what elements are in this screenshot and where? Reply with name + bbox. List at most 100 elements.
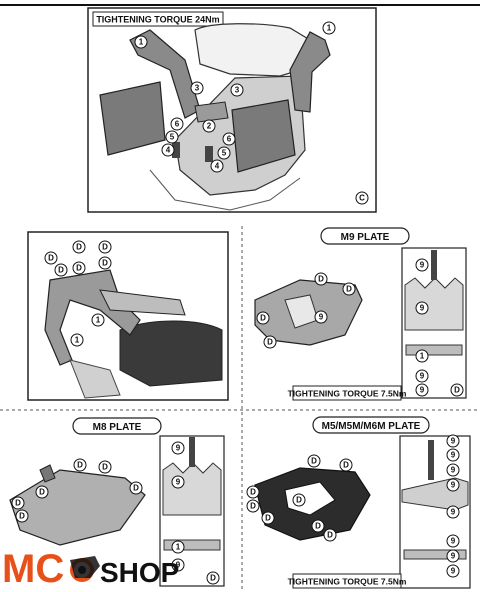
callout-4a-label: 4 (166, 146, 171, 155)
side-plate-left (99, 81, 166, 156)
rail-left (129, 29, 201, 119)
callout-6a-label: 6 (175, 120, 180, 129)
m8-callout-d6 (15, 509, 29, 523)
m5-callout-d3 (246, 485, 260, 499)
m9-side-9a (415, 258, 429, 272)
m8-callout-d5-label: D (15, 499, 21, 508)
callout-4b (210, 159, 224, 173)
callout-2-label: 2 (207, 122, 212, 131)
m9-callout-d1 (314, 272, 328, 286)
m5-callout-d4 (246, 499, 260, 513)
panel-m9: M9 PLATE D D D D 9 9 9 1 9 9 D TIGHTENIN… (254, 227, 467, 401)
callout-2 (202, 119, 216, 133)
callout-6b-label: 6 (227, 135, 232, 144)
m5-side-9e (446, 505, 460, 519)
rack-callout-d1 (44, 251, 58, 265)
m9-callout-d3-label: D (260, 314, 266, 323)
m5-side-9b (446, 448, 460, 462)
m5-callout-d7-label: D (315, 522, 321, 531)
rack-callout-1a (91, 313, 105, 327)
m5-side-9g (446, 549, 460, 563)
m8-side-9a-label: 9 (176, 444, 181, 453)
rack-crossbar (99, 289, 186, 316)
m5-torque-label: TIGHTENING TORQUE 7.5Nm (288, 577, 407, 587)
m9-callout-d2 (342, 282, 356, 296)
callout-1b-label: 1 (327, 24, 332, 33)
callout-5a-label: 5 (170, 133, 175, 142)
m5-side-9c-label: 9 (451, 466, 456, 475)
m8-bolt (189, 437, 195, 467)
m9-callout-9 (314, 310, 328, 324)
m5-side-9d (446, 478, 460, 492)
m9-side-9d (415, 383, 429, 397)
m9-title-pill (320, 227, 410, 245)
m5-side-9h (446, 564, 460, 578)
rack-callout-d2-label: D (58, 266, 64, 275)
rack-callout-1a-label: 1 (96, 316, 101, 325)
rack-callout-d2 (54, 263, 68, 277)
m9-plate-section (405, 344, 463, 356)
seat-shape (194, 23, 311, 77)
m5-callout-d1 (307, 454, 321, 468)
panel-top: TIGHTENING TORQUE 24Nm 1 1 2 3 3 4 4 5 (87, 7, 377, 213)
m5-side-9f-label: 9 (451, 537, 456, 546)
scooter-icon (70, 556, 100, 582)
m9-callout-d3 (256, 311, 270, 325)
m8-callout-d5 (11, 496, 25, 510)
m5-callout-d4-label: D (250, 502, 256, 511)
center-bracket (194, 101, 229, 123)
torque-label-top: TIGHTENING TORQUE 24Nm (96, 15, 219, 25)
m8-callout-d3-label: D (133, 484, 139, 493)
m8-plate-handle (39, 464, 56, 483)
panel-m8: M8 PLATE D D D D D D 9 9 1 9 D (9, 417, 225, 587)
m8-callout-d2 (98, 460, 112, 474)
m8-detail-material (162, 462, 222, 516)
m5-torque-box (292, 573, 402, 589)
callout-3a (190, 81, 204, 95)
rack-callout-d6 (98, 256, 112, 270)
torque-box-top (92, 11, 224, 27)
panel-rack: D D D D D D 1 1 (27, 231, 229, 401)
rack-callout-d5-label: D (102, 243, 108, 252)
m9-bolt (431, 250, 437, 280)
rack-callout-1b (70, 333, 84, 347)
m5-callout-d1-label: D (311, 457, 317, 466)
m9-callout-d2-label: D (346, 285, 352, 294)
m5-side-9f (446, 534, 460, 548)
m9-side-9d-label: 9 (420, 386, 425, 395)
m9-callout-9-label: 9 (319, 313, 324, 322)
m8-side-d (206, 571, 220, 585)
m5-callout-d8-label: D (327, 531, 333, 540)
m8-side-1-label: 1 (176, 543, 181, 552)
m8-side-9c-label: 9 (176, 561, 181, 570)
rack-callout-d3-label: D (76, 243, 82, 252)
callout-5b-label: 5 (222, 149, 227, 158)
m8-plate-shape (9, 469, 146, 546)
callout-1a-label: 1 (139, 38, 144, 47)
rack-callout-d4-label: D (76, 264, 82, 273)
m5-callout-d6-label: D (296, 496, 302, 505)
m9-side-9c (415, 369, 429, 383)
m5-side-9h-label: 9 (451, 567, 456, 576)
m8-side-9b-label: 9 (176, 478, 181, 487)
callout-4b-label: 4 (215, 162, 220, 171)
m9-side-d-label: D (454, 386, 460, 395)
m5-side-9g-label: 9 (451, 552, 456, 561)
m5-callout-d6 (292, 493, 306, 507)
m9-side-1 (415, 349, 429, 363)
m8-title-pill (72, 417, 162, 435)
m9-side-d (450, 383, 464, 397)
callout-6b (222, 132, 236, 146)
m5-side-9a-label: 9 (451, 437, 456, 446)
m9-side-9b (415, 301, 429, 315)
corner-marker-label: C (359, 194, 365, 203)
rear-light-shape (69, 359, 121, 399)
m8-side-9c (171, 558, 185, 572)
callout-3b-label: 3 (235, 86, 240, 95)
m5-callout-d2-label: D (343, 461, 349, 470)
side-plate-right (231, 99, 296, 173)
m8-side-9b (171, 475, 185, 489)
m9-side-1-label: 1 (420, 352, 425, 361)
m5-bolt (428, 440, 434, 480)
callout-5a (165, 130, 179, 144)
